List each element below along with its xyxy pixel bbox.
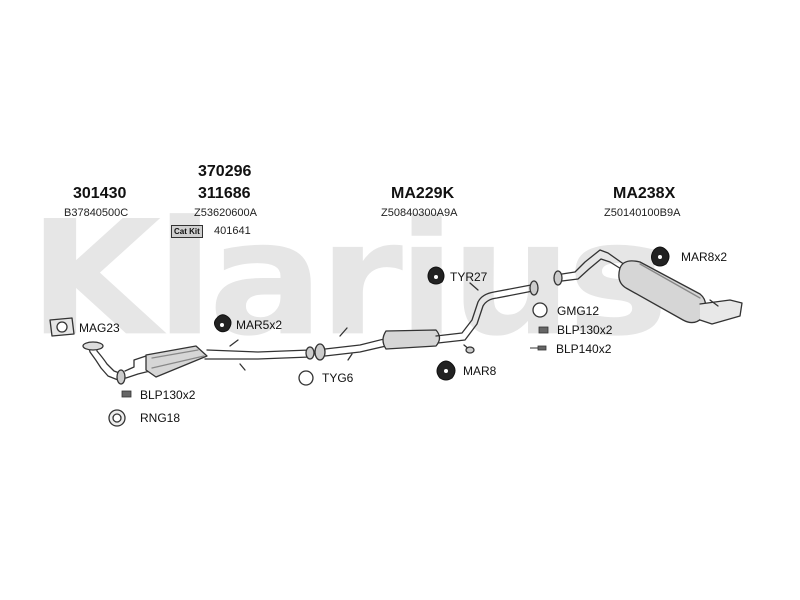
- cat-kit-badge: Cat Kit: [171, 225, 203, 238]
- cat-inlet-pipe: [124, 355, 147, 372]
- label-blp140x2: BLP140x2: [556, 342, 612, 356]
- label-mar8x2: MAR8x2: [681, 250, 728, 264]
- label-tyr27: TYR27: [450, 270, 488, 284]
- part-number-370296: 370296: [198, 163, 252, 180]
- part-number-301430: 301430: [73, 185, 127, 202]
- label-blp130x2-left: BLP130x2: [140, 388, 196, 402]
- part-number-311686: 311686: [198, 185, 251, 202]
- part-number-ma238x: MA238X: [613, 185, 676, 202]
- cat-kit-number: 401641: [214, 225, 251, 237]
- front-flange: [82, 341, 104, 351]
- catalytic-converter: [145, 345, 208, 378]
- rear-pipe: [561, 249, 626, 275]
- oe-number-z53620600a: Z53620600A: [194, 207, 257, 219]
- label-mag23: MAG23: [79, 321, 120, 335]
- blp130-left-bolts: [121, 390, 132, 398]
- label-mar8: MAR8: [463, 364, 497, 378]
- blp140-bolts: [537, 345, 547, 351]
- label-mar5x2: MAR5x2: [236, 318, 283, 332]
- oe-number-b37840500c: B37840500C: [64, 207, 129, 219]
- rear-silencer: [618, 260, 707, 324]
- gmg12-gasket: [532, 302, 548, 318]
- oe-number-z50840300a9a: Z50840300A9A: [381, 207, 458, 219]
- intermediate-pipe: [206, 349, 311, 353]
- front-pipe: [87, 343, 119, 381]
- middle-box: [382, 329, 441, 350]
- blp130-right-bolts: [538, 326, 549, 334]
- label-blp130x2-right: BLP130x2: [557, 323, 613, 337]
- tailpipe: [699, 299, 743, 325]
- part-number-ma229k: MA229K: [391, 185, 455, 202]
- tyg6-gasket: [298, 370, 314, 386]
- label-rng18: RNG18: [140, 411, 181, 425]
- label-tyg6: TYG6: [322, 371, 354, 385]
- middle-pipe: [324, 338, 385, 350]
- label-gmg12: GMG12: [557, 304, 600, 318]
- oe-number-z50140100b9a: Z50140100B9A: [604, 207, 681, 219]
